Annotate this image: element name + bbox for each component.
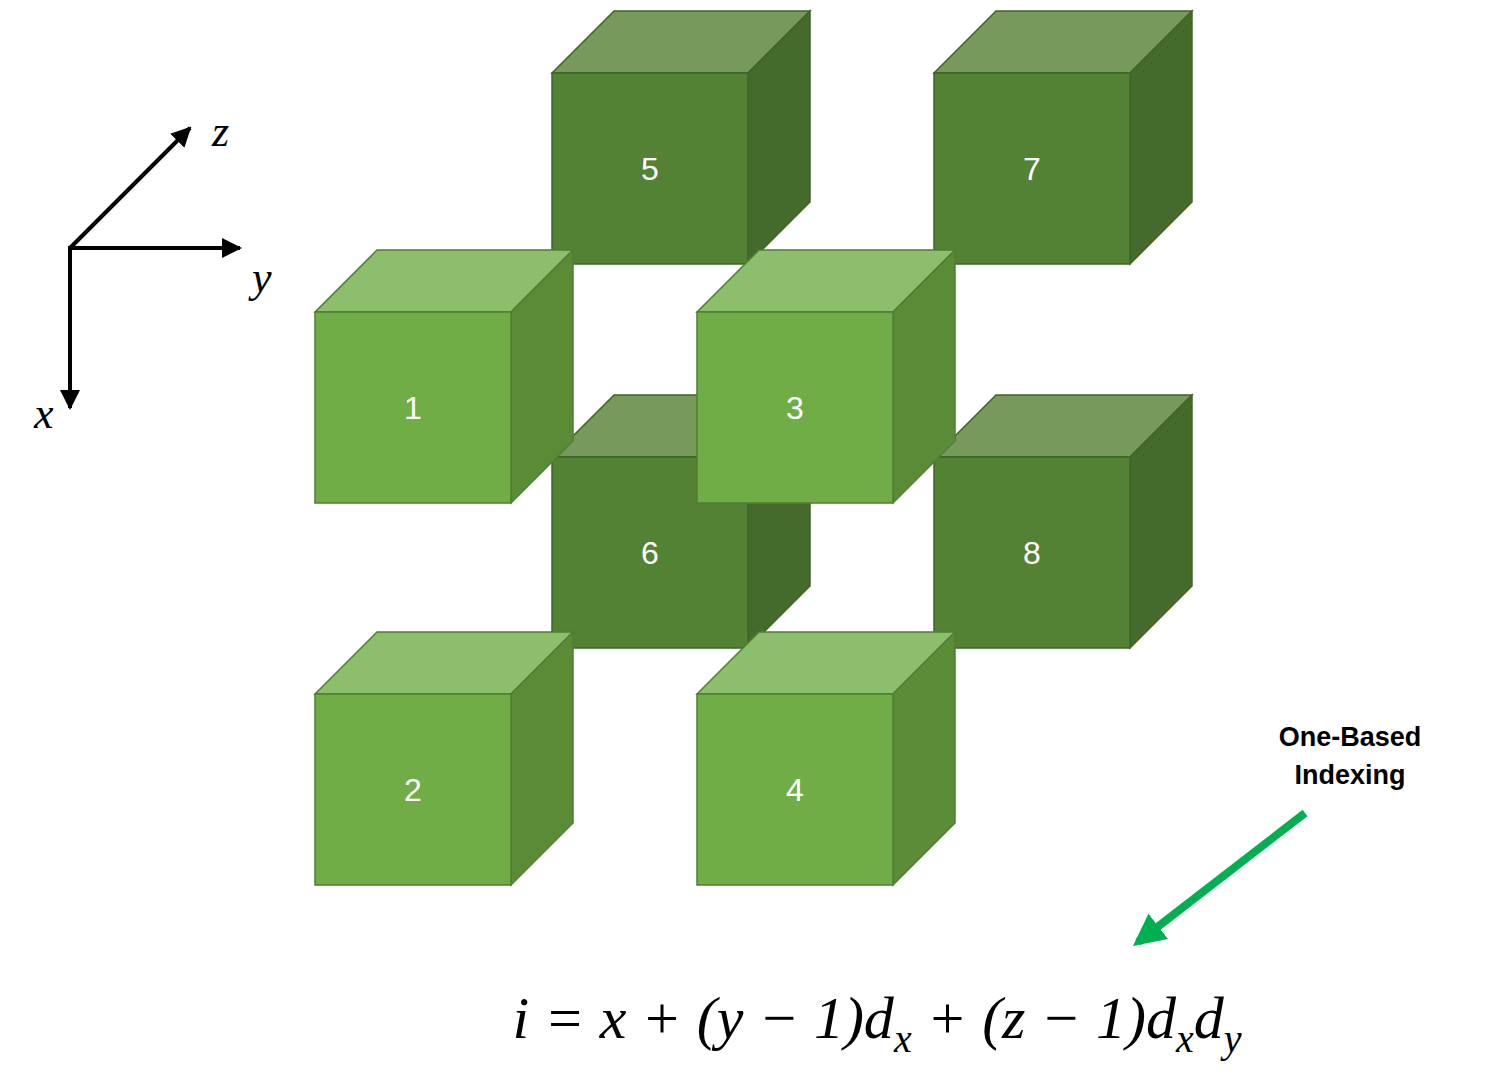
- cube-face: 7: [934, 73, 1130, 264]
- annotation-note: One-Based Indexing: [1250, 718, 1450, 794]
- cube-shape: [934, 11, 1192, 264]
- cube-side: [748, 395, 810, 648]
- cube-box: 3: [697, 250, 955, 503]
- cube-box: 7: [934, 11, 1192, 264]
- x-axis: [68, 246, 72, 408]
- formula-text: + (z − 1)d: [927, 985, 1176, 1051]
- cube-box: 2: [315, 632, 573, 885]
- cube-front: [934, 73, 1130, 264]
- cube-face: 2: [315, 694, 511, 885]
- cube-box: 4: [697, 632, 955, 885]
- cube-shape: [697, 632, 955, 885]
- axis-arrows: [70, 128, 240, 408]
- cube-shape: [315, 250, 573, 503]
- cube-face: 3: [697, 312, 893, 503]
- cube-side: [1130, 11, 1192, 264]
- formula-subscript: y: [1224, 1017, 1242, 1061]
- index-formula: i = x + (y − 1)dx+ (z − 1)dxdy: [250, 985, 1504, 1051]
- cube-number: 1: [404, 392, 422, 424]
- cube-shape: [552, 11, 810, 264]
- cube-front: [934, 457, 1130, 648]
- cube-shape: [934, 395, 1192, 648]
- cube-number: 4: [786, 774, 804, 806]
- cube-number: 5: [641, 153, 659, 185]
- cube-face: 4: [697, 694, 893, 885]
- cube-box: 1: [315, 250, 573, 503]
- cube-front: [315, 312, 511, 503]
- formula-text: i = x + (y − 1)d: [513, 985, 894, 1051]
- cube-front: [315, 694, 511, 885]
- z-axis: [70, 128, 190, 248]
- pointer-arrow: [1138, 813, 1305, 942]
- cube-number: 6: [641, 537, 659, 569]
- cube-face: 5: [552, 73, 748, 264]
- cube-side: [1130, 395, 1192, 648]
- axis-label: y: [252, 256, 272, 300]
- cube-face: 8: [934, 457, 1130, 648]
- cube-box: 5: [552, 11, 810, 264]
- cube-box: 8: [934, 395, 1192, 648]
- axis-label: x: [34, 392, 54, 436]
- cube-number: 3: [786, 392, 804, 424]
- cube-face: 1: [315, 312, 511, 503]
- cube-number: 7: [1023, 153, 1041, 185]
- cube-top: [552, 395, 810, 457]
- y-axis: [70, 246, 240, 250]
- cube-number: 8: [1023, 537, 1041, 569]
- formula-subscript: x: [1176, 1017, 1194, 1061]
- cube-number: 2: [404, 774, 422, 806]
- cube-front: [697, 694, 893, 885]
- cube-front: [552, 73, 748, 264]
- cube-front: [697, 312, 893, 503]
- cube-shape: [315, 632, 573, 885]
- axis-label: z: [212, 110, 229, 154]
- formula-subscript: x: [894, 1017, 912, 1061]
- cube-side: [511, 632, 573, 885]
- cube-side: [748, 11, 810, 264]
- cube-front: [552, 457, 748, 648]
- cube-shape: [697, 250, 955, 503]
- cube-side: [893, 632, 955, 885]
- formula-text: d: [1194, 985, 1224, 1051]
